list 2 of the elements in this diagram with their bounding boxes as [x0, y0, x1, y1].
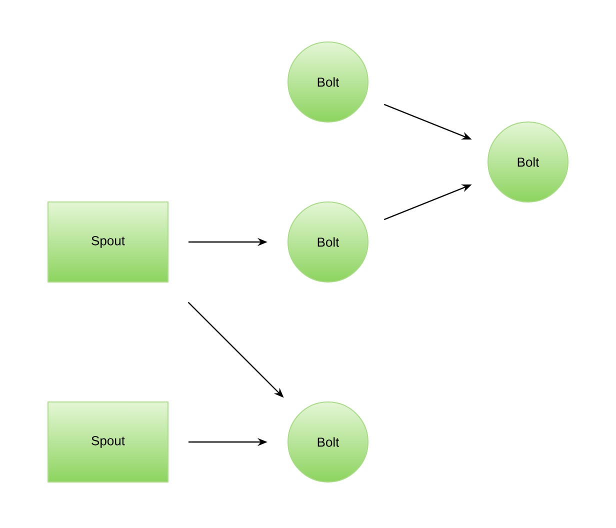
spout-box: Spout: [48, 402, 168, 482]
spout-box: Spout: [48, 202, 168, 282]
